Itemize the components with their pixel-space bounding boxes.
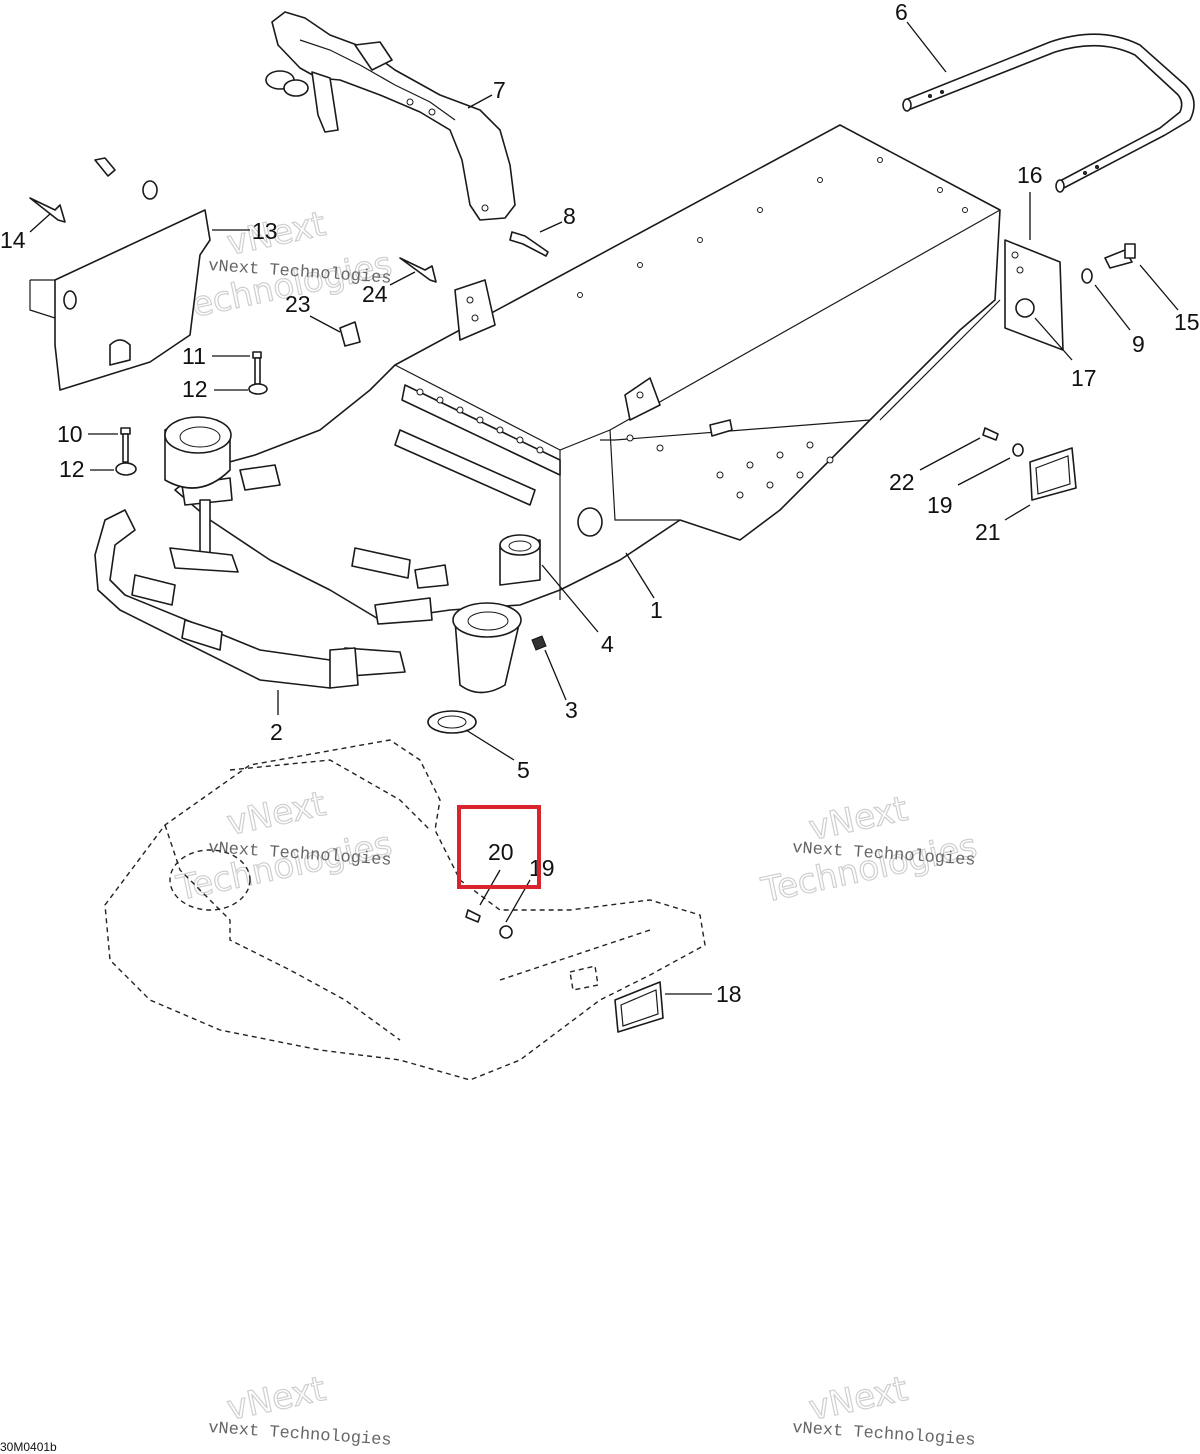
part-7-bracket [265, 11, 516, 221]
callout-18[interactable]: 18 [716, 981, 742, 1007]
callout-7[interactable]: 7 [493, 77, 506, 103]
callout-24[interactable]: 24 [362, 281, 388, 307]
part-14-rivet [29, 197, 66, 223]
callout-17[interactable]: 17 [1071, 365, 1097, 391]
part-11-bolt [252, 351, 262, 385]
watermark-big-line1: vNext [806, 789, 911, 849]
watermark-big-line1: vNext [224, 784, 329, 844]
diagram-reference-code: 30M0401b [0, 1440, 57, 1454]
part-5-bushing [427, 710, 477, 734]
hardware-small [94, 157, 158, 200]
part-23-clip [339, 321, 361, 347]
callout-4[interactable]: 4 [601, 631, 614, 657]
part-16-plate [1004, 239, 1064, 351]
callout-10[interactable]: 10 [57, 421, 83, 447]
callout-19-lower[interactable]: 19 [529, 855, 555, 881]
part-8-rivet [509, 231, 549, 257]
watermark-small: vNext Technologies [208, 1419, 393, 1451]
watermark: vNext vNext Technologies [208, 1368, 393, 1451]
part-3-screw [531, 635, 547, 651]
part-19-washer-lower [499, 925, 513, 939]
watermark-small: vNext Technologies [792, 1419, 977, 1451]
part-19-washer-upper [1012, 443, 1024, 457]
callout-12-lower[interactable]: 12 [59, 456, 85, 482]
watermark-big-line1: vNext [224, 1369, 329, 1429]
watermark: vNext vNext Technologies [792, 1368, 977, 1451]
steering-tube-right [452, 602, 522, 694]
callout-20[interactable]: 20 [488, 839, 514, 865]
callout-highlight-box [457, 805, 541, 889]
part-20-screw [465, 909, 481, 923]
watermark: vNext Technologies vNext Technologies [757, 788, 981, 911]
part-17-nut [1015, 298, 1035, 318]
part-12-washer-lower [115, 462, 137, 476]
part-21-reflector [1029, 447, 1077, 501]
callout-21[interactable]: 21 [975, 519, 1001, 545]
part-6-handle [902, 33, 1195, 193]
callout-6[interactable]: 6 [895, 0, 908, 25]
callout-9[interactable]: 9 [1132, 331, 1145, 357]
part-4-bushing [499, 534, 541, 586]
dashed-body-outline [104, 739, 706, 1081]
part-22-screw [982, 427, 999, 441]
watermark: vNext Technologies vNext Technologies [172, 783, 396, 909]
callout-11[interactable]: 11 [182, 343, 206, 369]
steering-tube-left [164, 416, 232, 561]
part-13-panel [29, 209, 211, 391]
watermark-big-line1: vNext [806, 1369, 911, 1429]
part-15-bolt [1104, 243, 1136, 269]
callout-13[interactable]: 13 [252, 218, 278, 244]
part-24-rivet [399, 257, 437, 283]
callout-16[interactable]: 16 [1017, 162, 1043, 188]
callout-19-upper[interactable]: 19 [927, 492, 953, 518]
callout-labels: 1 2 3 4 5 6 7 8 9 10 11 12 12 13 14 15 1… [0, 0, 1200, 1007]
callout-5[interactable]: 5 [517, 757, 530, 783]
part-10-bolt [120, 427, 131, 463]
callout-8[interactable]: 8 [563, 203, 576, 229]
callout-23[interactable]: 23 [285, 291, 311, 317]
callout-14[interactable]: 14 [0, 227, 26, 253]
callout-3[interactable]: 3 [565, 697, 578, 723]
part-9-washer [1081, 268, 1093, 284]
leader-lines [29, 21, 1179, 995]
callout-15[interactable]: 15 [1174, 309, 1200, 335]
callout-1[interactable]: 1 [650, 597, 663, 623]
part-1-frame [174, 124, 1001, 625]
callout-22[interactable]: 22 [889, 469, 915, 495]
part-12-washer-upper [248, 383, 268, 395]
part-18-reflector [614, 981, 664, 1033]
callout-12-upper[interactable]: 12 [182, 376, 208, 402]
callout-2[interactable]: 2 [270, 719, 283, 745]
part-2-bumper [94, 509, 406, 689]
